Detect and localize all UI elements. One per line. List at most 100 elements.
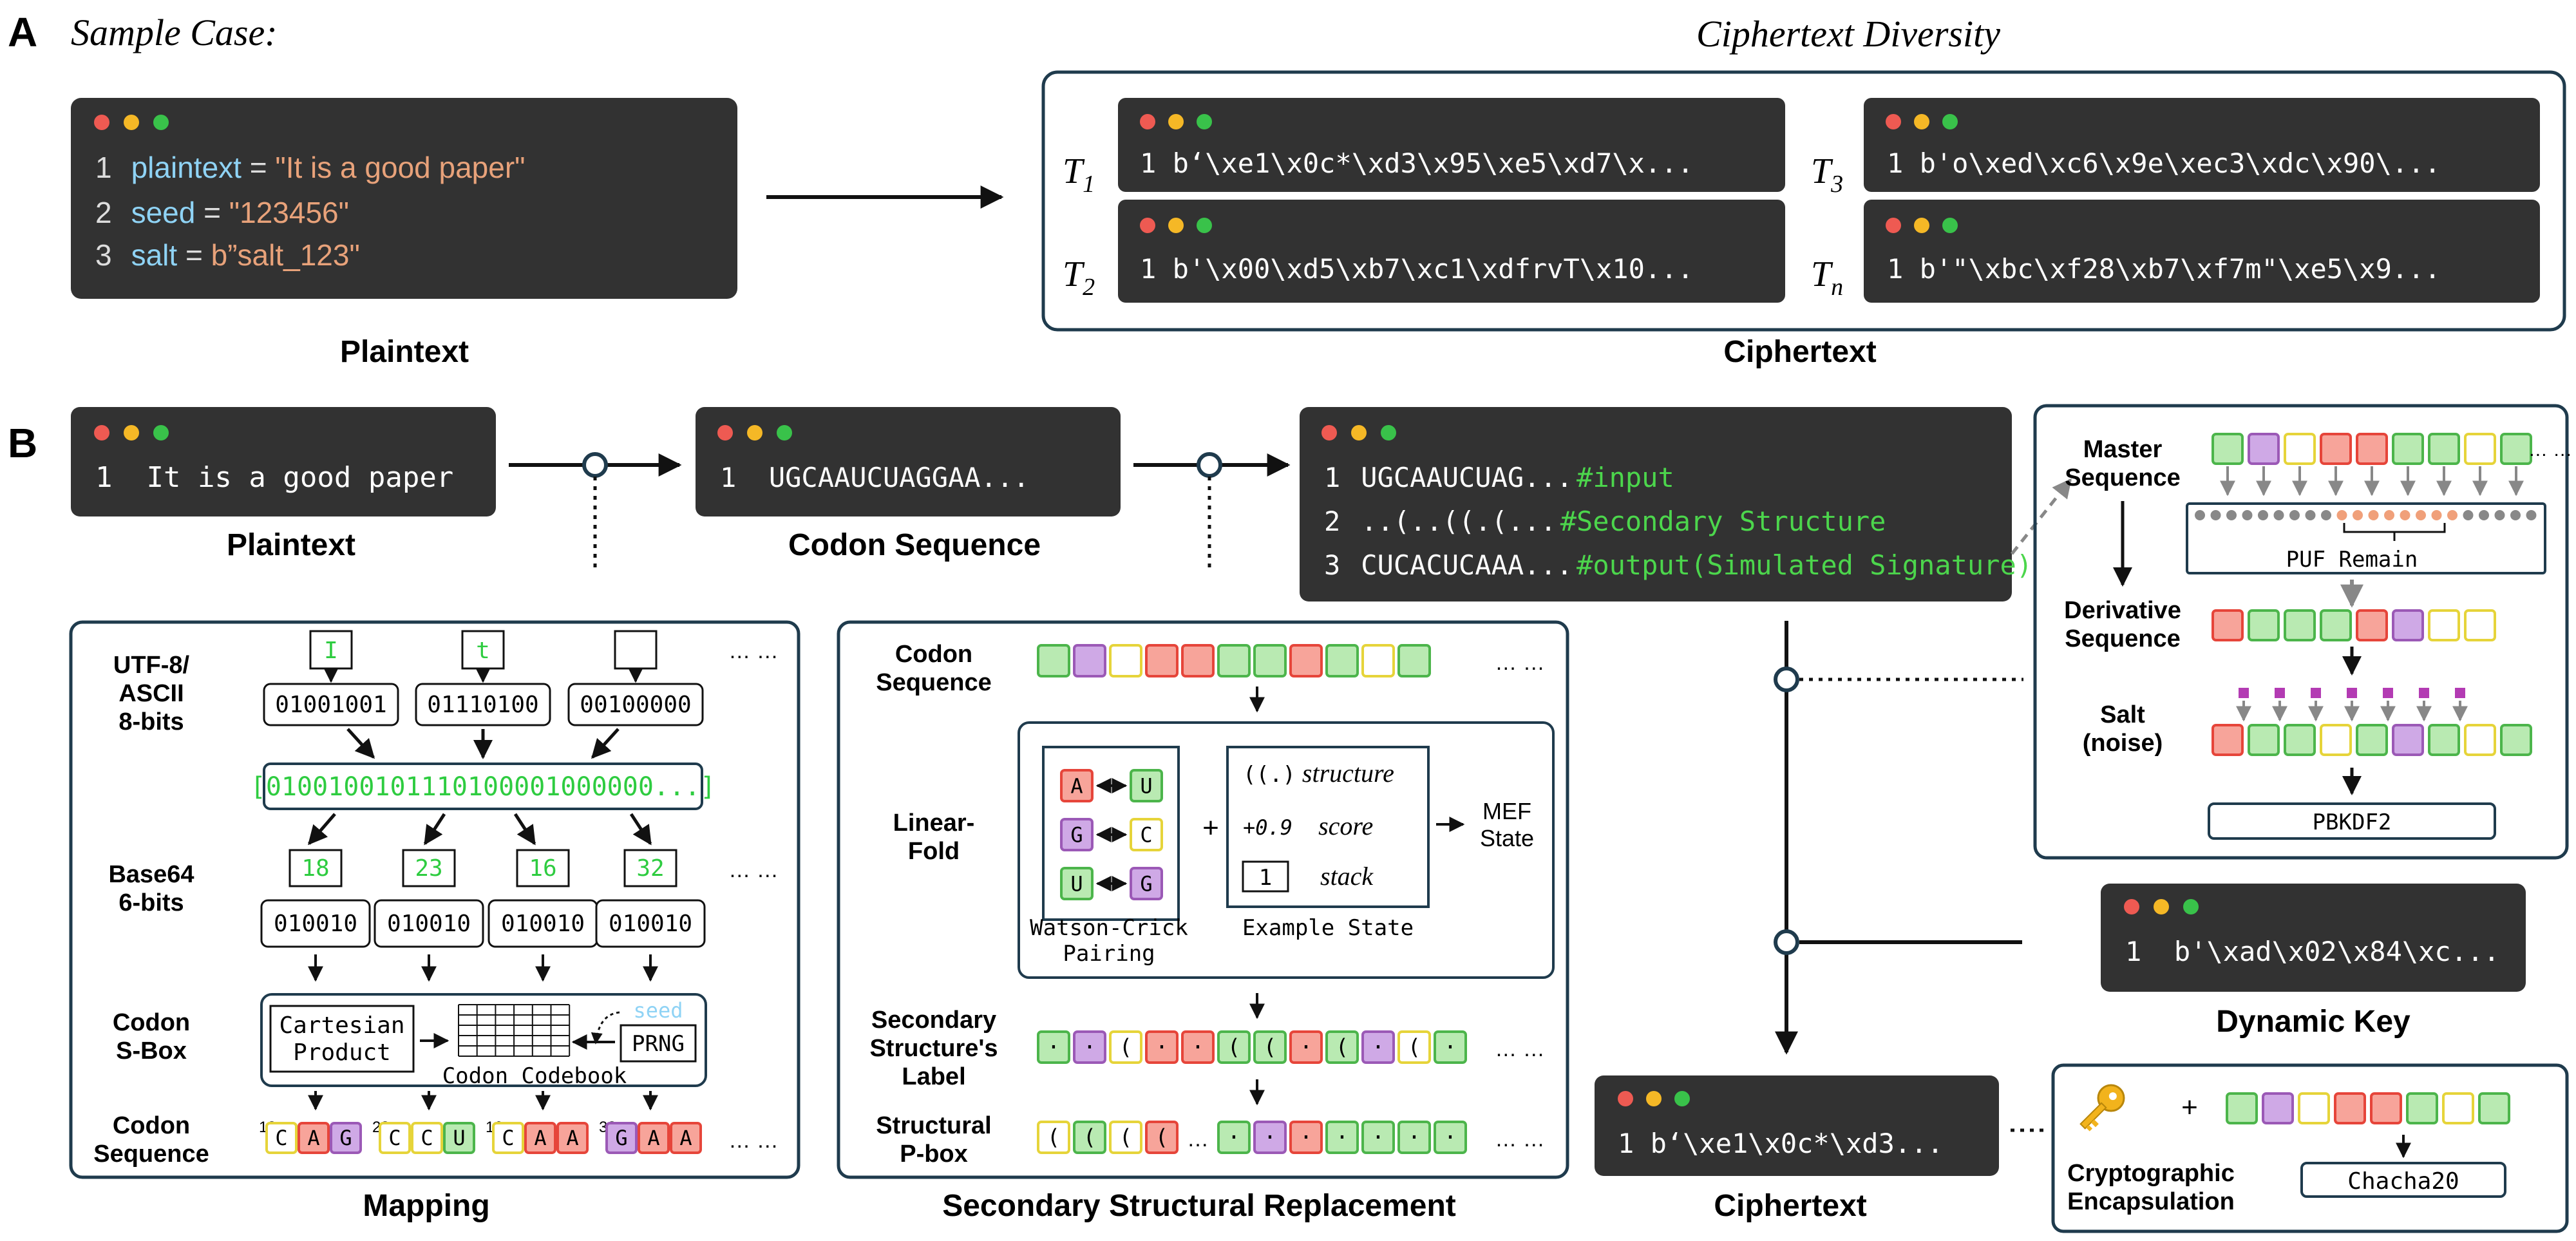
ciphertext-terminal-t2: T2 1 b'\x00\xd5\xb7\xc1\xdfrvT\x10... (1063, 200, 1785, 303)
sbox-box (260, 993, 707, 1087)
chacha20-box (2300, 1162, 2506, 1198)
codon-cell (638, 1122, 670, 1154)
sample-case-title: Sample Case: (71, 12, 278, 53)
puf-dot (2210, 510, 2221, 520)
svg-text:((.)structure: ((.)structure (1243, 759, 1394, 788)
ellipsis: … … (1495, 1127, 1544, 1151)
nucleotide-char: A (1070, 774, 1083, 799)
nucleotide-char: G (1140, 872, 1152, 896)
nucleotide-char: U (453, 1126, 465, 1150)
svg-text:T1: T1 (1063, 151, 1095, 198)
ellipsis: … … (2528, 439, 2572, 460)
char-text: t (476, 638, 490, 664)
salt-seq-cell (2356, 724, 2388, 756)
encap-cell (2298, 1092, 2330, 1124)
ciphertext-label-a: Ciphertext (1723, 335, 1876, 369)
codon-cell (1073, 644, 1106, 677)
nucleotide-char: A (534, 1126, 546, 1150)
base64-bits: 010010 (501, 911, 585, 937)
svg-text:stack: stack (1320, 862, 1374, 891)
junction-node (1197, 452, 1222, 478)
nucleotide-char: C (275, 1126, 287, 1150)
nucleotide-char: C (421, 1126, 433, 1150)
base64-bits: 010010 (609, 911, 692, 937)
svg-text:PRNG: PRNG (632, 1031, 685, 1057)
key-icon (2079, 1084, 2125, 1132)
base-pair-left (1060, 867, 1094, 900)
junction-node (1774, 929, 1799, 955)
dynamic-key-terminal: 1 b'\xad\x02\x84\xc... (2101, 884, 2526, 992)
codon-cell (1253, 644, 1287, 677)
salt-seq-cell (2320, 724, 2352, 756)
master-cell (2320, 433, 2352, 465)
salt-label: Salt(noise) (2083, 701, 2163, 757)
nucleotide-char: ( (1119, 1125, 1132, 1151)
structure-label-cell (1253, 1030, 1287, 1064)
svg-text:2..(..((.(...#Secondary Struct: 2..(..((.(...#Secondary Structure (1324, 506, 1886, 537)
codon-codebook-grid (458, 1004, 615, 1057)
codon-cell (1361, 644, 1395, 677)
structure-label-cell (1109, 1030, 1142, 1064)
byte-box (263, 683, 399, 726)
svg-text:T2: T2 (1063, 254, 1095, 301)
codon-cell (1217, 644, 1251, 677)
structure-label-cell (1434, 1030, 1467, 1064)
byte-text: 00100000 (580, 692, 691, 718)
nucleotide-char: ( (1155, 1125, 1168, 1151)
nucleotide-char: A (566, 1126, 578, 1150)
codon-cell (298, 1122, 330, 1154)
panel-a-letter: A (8, 9, 37, 55)
base64-num-box (623, 849, 677, 887)
svg-text:PBKDF2: PBKDF2 (2313, 810, 2392, 835)
puf-dot (2447, 510, 2458, 520)
salt-noise-mark (2347, 688, 2357, 698)
puf-dot (2384, 510, 2394, 520)
puf-dot (2479, 510, 2489, 520)
dynamic-key-label: Dynamic Key (2216, 1005, 2410, 1039)
encap-cell (2262, 1092, 2294, 1124)
char-box (614, 630, 658, 670)
codon-cell (1397, 644, 1431, 677)
puf-dot (2431, 510, 2442, 520)
pbox-cell (1434, 1121, 1467, 1154)
plus-sign: + (2181, 1092, 2198, 1123)
base64-num: 18 (301, 855, 329, 882)
nucleotide-char: · (1372, 1035, 1385, 1061)
ellipsis: … (1187, 1127, 1209, 1151)
svg-text:1 b'\x00\xd5\xb7\xc1\xdfrvT\x1: 1 b'\x00\xd5\xb7\xc1\xdfrvT\x10... (1140, 253, 1694, 285)
nucleotide-char: ( (1264, 1035, 1276, 1061)
ellipsis: … … (1495, 650, 1544, 675)
plaintext-label-a: Plaintext (340, 335, 469, 369)
ellipsis: … … (728, 1128, 778, 1153)
base64-bits-box (595, 899, 706, 948)
ciphertext-terminal-t3: T3 1 b'o\xed\xc6\x9e\xec3\xdc\x90\... (1811, 98, 2540, 198)
puf-dot (2368, 510, 2379, 520)
nucleotide-char: C (388, 1126, 401, 1150)
nucleotide-char: G (615, 1126, 627, 1150)
pbkdf2-box (2208, 802, 2496, 840)
nucleotide-char: · (1300, 1125, 1312, 1151)
codon-cell (1325, 644, 1359, 677)
structure-label-cell (1181, 1030, 1215, 1064)
pbox-cell (1145, 1121, 1179, 1154)
pbox-cell (1073, 1121, 1106, 1154)
codon-cell (1037, 644, 1070, 677)
derivative-cell (2211, 609, 2244, 641)
puf-dot (2336, 510, 2347, 520)
puf-label: PUF Remain (2286, 547, 2418, 573)
derivative-cell (2392, 609, 2424, 641)
salt-seq-cell (2464, 724, 2496, 756)
nucleotide-char: C (1140, 823, 1152, 848)
nucleotide-char: C (502, 1126, 514, 1150)
base64-num: 32 (636, 855, 664, 882)
